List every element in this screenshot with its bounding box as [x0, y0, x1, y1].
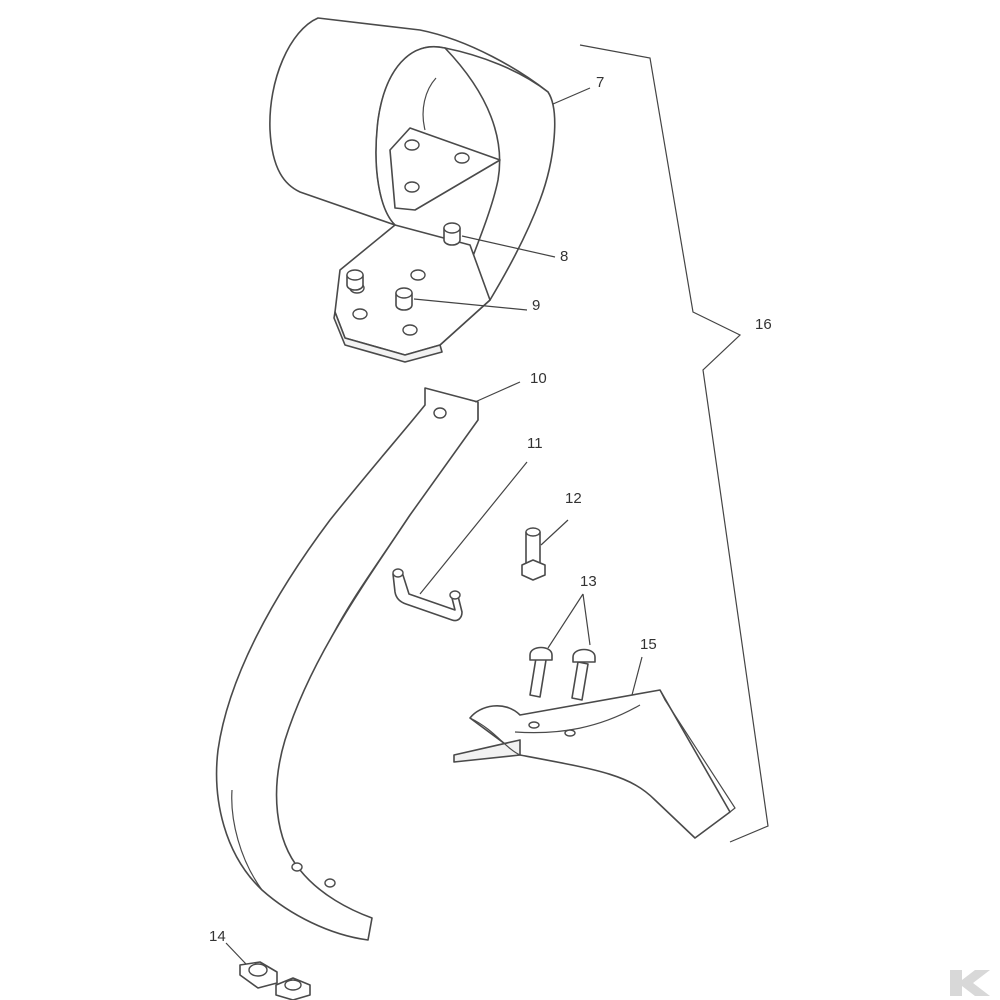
part-15-share	[453, 689, 736, 839]
leader-15	[631, 656, 643, 696]
callout-10: 10	[530, 370, 547, 387]
part-7-clamp-band	[269, 17, 556, 363]
part-8-bush	[443, 222, 461, 246]
part-13-carriage-bolts	[529, 646, 596, 701]
callout-12: 12	[565, 490, 582, 507]
part-14-nuts	[239, 961, 311, 1000]
leader-9	[413, 298, 528, 311]
callout-8: 8	[560, 248, 568, 265]
callout-11: 11	[527, 435, 543, 452]
leader-8	[461, 235, 556, 258]
callout-13: 13	[580, 573, 597, 590]
group-bracket-16	[579, 44, 769, 843]
callout-14: 14	[209, 928, 226, 945]
leader-11	[419, 461, 528, 595]
callout-9: 9	[532, 297, 540, 314]
leader-7	[552, 87, 591, 105]
leader-14	[225, 942, 247, 965]
leader-13	[547, 593, 591, 649]
leader-10	[474, 381, 521, 403]
part-11-retainer-pin	[392, 568, 463, 622]
leader-12	[540, 519, 569, 546]
callout-15: 15	[640, 636, 657, 653]
callout-7: 7	[596, 74, 604, 91]
part-9-bush	[346, 269, 413, 311]
part-10-spring-tine	[215, 387, 479, 941]
brand-logo: K	[940, 962, 998, 998]
part-12-bolt	[521, 527, 546, 581]
callout-16: 16	[755, 316, 772, 333]
